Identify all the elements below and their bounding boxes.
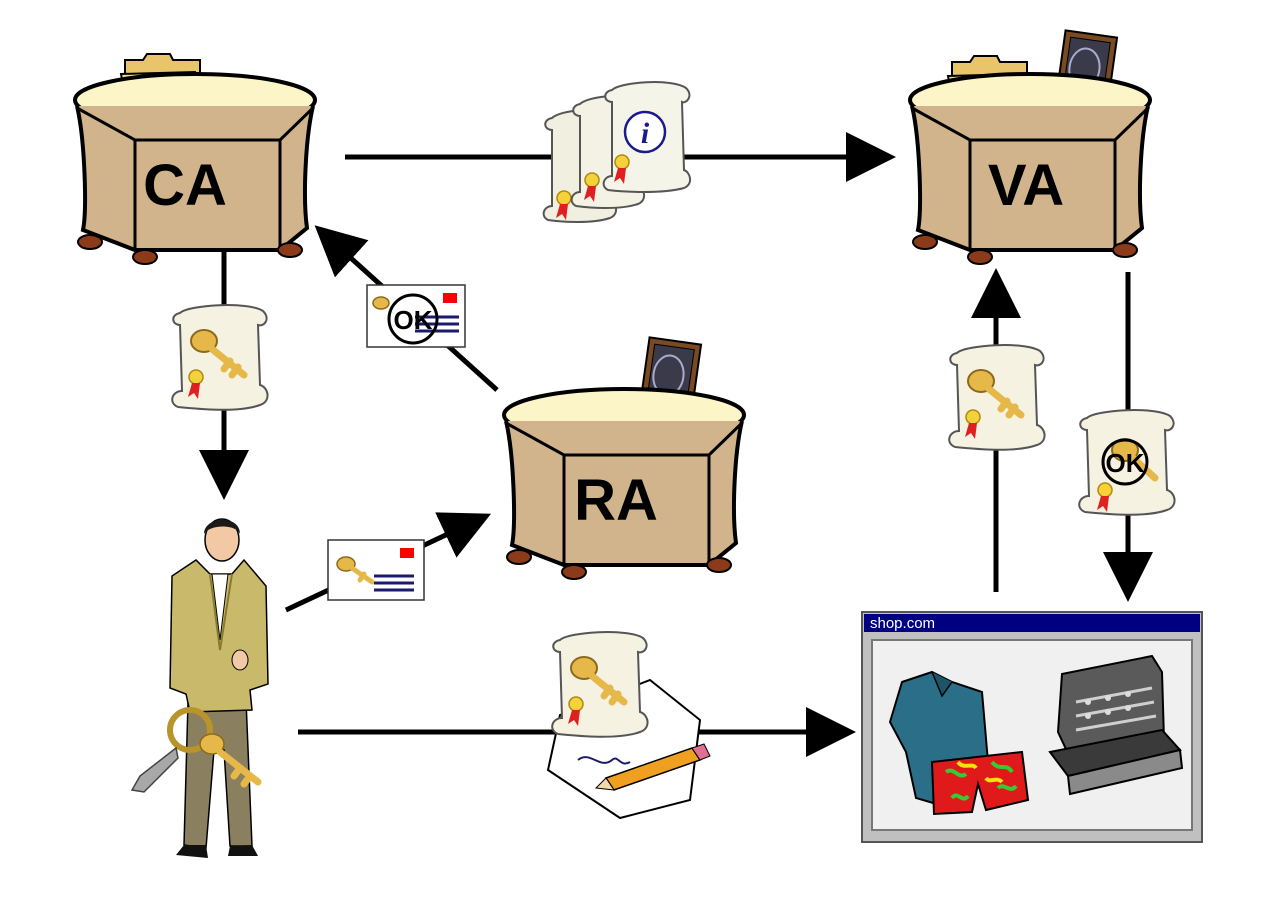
envelope-icon [328,540,424,600]
pencil-icon [594,743,711,791]
va-label: VA [988,153,1064,218]
va-desk: VA [908,29,1152,266]
info-symbol: i [641,117,650,150]
shop-title: shop.com [870,615,935,632]
ok-envelope: OK [366,284,466,348]
signed-document [546,632,711,820]
info-certificate-icon: i [602,81,691,193]
ok-certificate: OK [1078,409,1176,516]
ra-desk: RA [502,336,746,581]
certificate-icon [172,305,267,410]
keyring-icon [130,707,262,793]
person-icon [130,518,269,858]
certificate-icon [552,632,647,737]
certificate-icon [949,345,1044,450]
certificate-stack: i [542,81,691,223]
ca-label: CA [143,153,227,218]
shop-window: shop.com [861,611,1203,843]
ok-envelope-text: OK [394,305,433,335]
ra-label: RA [574,468,658,533]
shop-titlebar [864,614,1200,632]
ok-certificate-text: OK [1106,448,1145,478]
ca-desk: CA [73,53,317,266]
cash-register-icon [1048,654,1184,796]
shorts-icon [930,750,1030,816]
